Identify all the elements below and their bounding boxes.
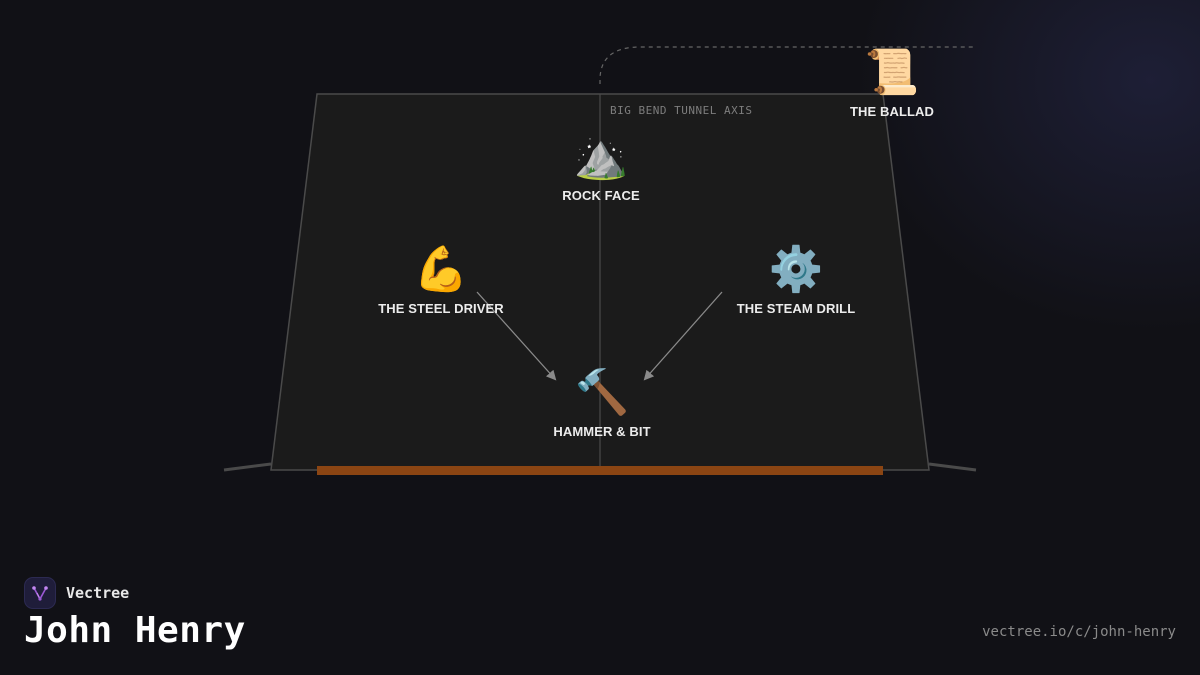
node-hammer-bit: 🔨 HAMMER & BIT (553, 367, 651, 440)
node-label: THE STEEL DRIVER (378, 301, 504, 316)
node-steel-driver: 💪 THE STEEL DRIVER (378, 244, 504, 317)
node-steam-drill: ⚙️ THE STEAM DRILL (736, 244, 856, 317)
node-label: HAMMER & BIT (553, 424, 651, 439)
brand-name: Vectree (66, 584, 130, 602)
tunnel-axis-label: BIG BEND TUNNEL AXIS (610, 104, 753, 117)
right-rail (928, 462, 977, 472)
node-the-ballad: 📜 THE BALLAD (849, 47, 935, 120)
node-label: THE STEAM DRILL (736, 301, 856, 316)
scroll-icon: 📜 (864, 47, 920, 98)
node-label: THE BALLAD (849, 104, 935, 119)
gear-icon: ⚙️ (768, 244, 824, 295)
node-label: ROCK FACE (562, 188, 640, 203)
mountain-icon: ⛰️ (573, 131, 629, 182)
page-title: John Henry (24, 610, 246, 651)
flexed-bicep-icon: 💪 (413, 244, 469, 295)
left-rail (223, 462, 272, 472)
brand: Vectree (24, 577, 129, 609)
arrow-steel-driver-to-hammer (476, 291, 557, 381)
base-bar (317, 466, 883, 475)
arrow-steam-drill-to-hammer (643, 291, 723, 381)
vectree-logo-icon (24, 577, 56, 609)
node-rock-face: ⛰️ ROCK FACE (562, 131, 640, 204)
page-url[interactable]: vectree.io/c/john-henry (982, 624, 1176, 640)
hammer-icon: 🔨 (574, 367, 630, 418)
